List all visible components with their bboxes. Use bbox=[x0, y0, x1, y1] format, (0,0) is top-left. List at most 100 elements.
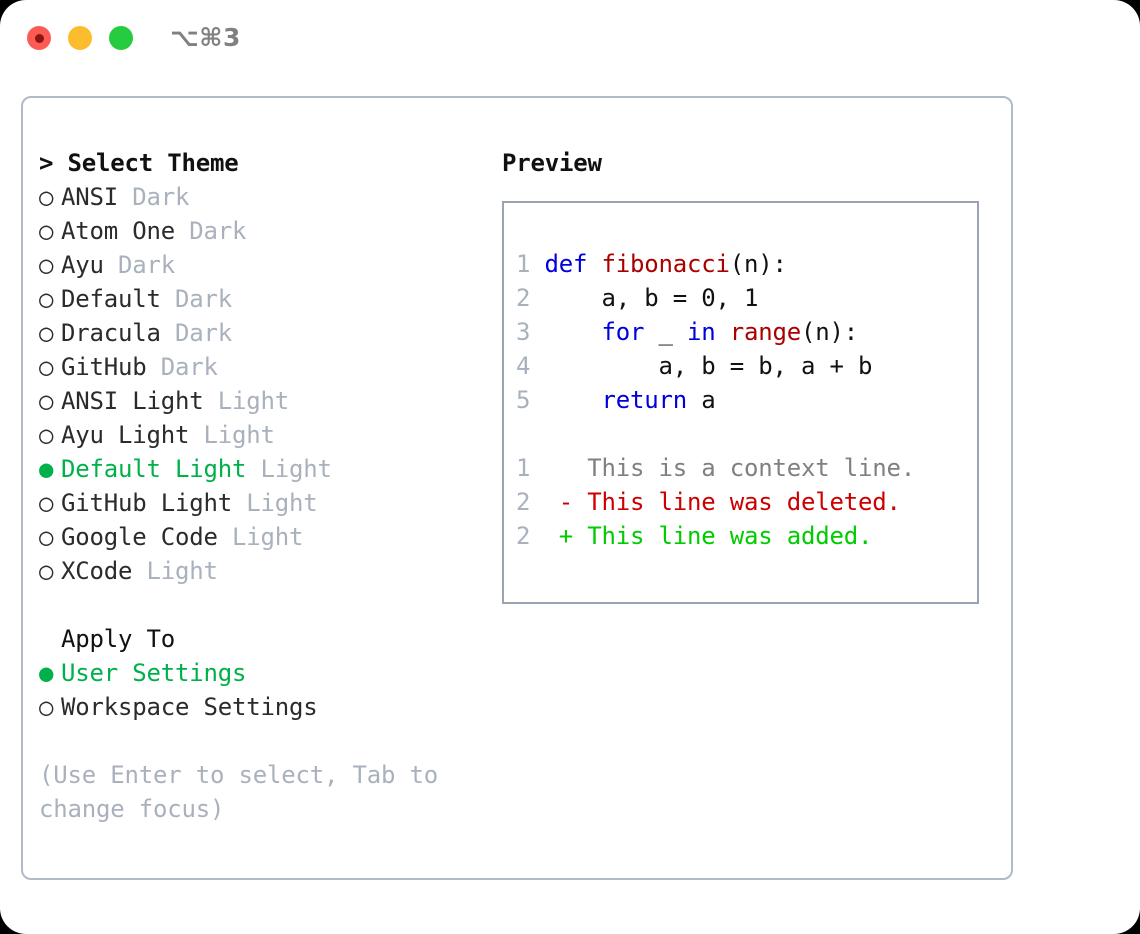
radio-unselected-icon: ○ bbox=[39, 557, 54, 585]
code-line: 5 return a bbox=[516, 383, 915, 417]
radio-unselected-icon: ○ bbox=[39, 421, 54, 449]
theme-option[interactable]: ○Atom One Dark bbox=[39, 214, 499, 248]
code-token: (n): bbox=[801, 318, 858, 346]
radio-unselected-icon: ○ bbox=[39, 489, 54, 517]
diff-text: This is a context line. bbox=[558, 454, 915, 482]
theme-option-category: Dark bbox=[160, 285, 232, 313]
apply-to-option-label: Workspace Settings bbox=[61, 693, 318, 721]
line-number: 4 bbox=[516, 352, 545, 380]
theme-option[interactable]: ○Ayu Light Light bbox=[39, 418, 499, 452]
close-button[interactable] bbox=[27, 26, 51, 50]
theme-option-category: Light bbox=[189, 421, 275, 449]
theme-option[interactable]: ○GitHub Dark bbox=[39, 350, 499, 384]
title-bar: ⌥⌘3 bbox=[0, 0, 1140, 78]
diff-line: 2 - This line was deleted. bbox=[516, 485, 915, 519]
theme-option[interactable]: ○GitHub Light Light bbox=[39, 486, 499, 520]
theme-option-category: Dark bbox=[146, 353, 218, 381]
radio-unselected-icon: ○ bbox=[39, 319, 54, 347]
radio-selected-icon: ● bbox=[39, 455, 54, 483]
diff-text: - This line was deleted. bbox=[558, 488, 901, 516]
keyboard-hint: (Use Enter to select, Tab to change focu… bbox=[39, 761, 438, 823]
theme-option-label: Default Light bbox=[61, 455, 247, 483]
code-token: a, b = 0, 1 bbox=[544, 284, 759, 312]
apply-to-list[interactable]: ●User Settings○Workspace Settings bbox=[39, 656, 499, 724]
theme-option[interactable]: ○Default Dark bbox=[39, 282, 499, 316]
theme-option-label: Ayu Light bbox=[61, 421, 190, 449]
code-token bbox=[545, 318, 602, 346]
radio-selected-icon: ● bbox=[39, 659, 54, 687]
maximize-button[interactable] bbox=[109, 26, 133, 50]
theme-option[interactable]: ○XCode Light bbox=[39, 554, 499, 588]
code-token: _ bbox=[644, 318, 687, 346]
theme-option-category: Dark bbox=[160, 319, 232, 347]
code-token: fibonacci bbox=[601, 250, 730, 278]
theme-option-label: Atom One bbox=[61, 217, 175, 245]
code-token: for bbox=[601, 318, 645, 346]
apply-to-option-label: User Settings bbox=[61, 659, 247, 687]
theme-option-label: ANSI bbox=[61, 183, 118, 211]
radio-unselected-icon: ○ bbox=[39, 387, 54, 415]
theme-option-label: Google Code bbox=[61, 523, 218, 551]
minimize-button[interactable] bbox=[68, 26, 92, 50]
line-number: 5 bbox=[516, 386, 545, 414]
dialog-panel: > Select Theme ○ANSI Dark○Atom One Dark○… bbox=[21, 96, 1013, 880]
apply-to-heading: Apply To bbox=[61, 625, 175, 653]
preview-title: Preview bbox=[502, 149, 602, 177]
code-line: 1 def fibonacci(n): bbox=[516, 247, 915, 281]
keyboard-shortcut-label: ⌥⌘3 bbox=[170, 23, 241, 52]
code-token: a bbox=[687, 386, 716, 414]
theme-option[interactable]: ●Default Light Light bbox=[39, 452, 499, 486]
theme-option[interactable]: ○Dracula Dark bbox=[39, 316, 499, 350]
panel-columns: > Select Theme ○ANSI Dark○Atom One Dark○… bbox=[23, 98, 1011, 878]
theme-option-label: Default bbox=[61, 285, 161, 313]
code-token: range bbox=[729, 318, 801, 346]
theme-list[interactable]: ○ANSI Dark○Atom One Dark○Ayu Dark○Defaul… bbox=[39, 180, 499, 588]
theme-option-category: Light bbox=[132, 557, 218, 585]
radio-unselected-icon: ○ bbox=[39, 217, 54, 245]
apply-to-option[interactable]: ○Workspace Settings bbox=[39, 690, 499, 724]
window-controls bbox=[27, 26, 133, 50]
theme-option[interactable]: ○ANSI Dark bbox=[39, 180, 499, 214]
theme-option[interactable]: ○Google Code Light bbox=[39, 520, 499, 554]
theme-option[interactable]: ○Ayu Dark bbox=[39, 248, 499, 282]
radio-unselected-icon: ○ bbox=[39, 285, 54, 313]
page-title: > Select Theme bbox=[39, 149, 239, 177]
line-number: 1 bbox=[516, 454, 559, 482]
theme-option-label: GitHub bbox=[61, 353, 147, 381]
code-token: return bbox=[601, 386, 688, 414]
radio-unselected-icon: ○ bbox=[39, 183, 54, 211]
line-number: 2 bbox=[516, 284, 545, 312]
theme-option-label: XCode bbox=[61, 557, 133, 585]
line-number: 2 bbox=[516, 522, 559, 550]
radio-unselected-icon: ○ bbox=[39, 693, 54, 721]
theme-option-category: Light bbox=[246, 455, 332, 483]
radio-unselected-icon: ○ bbox=[39, 523, 54, 551]
line-number: 2 bbox=[516, 488, 559, 516]
theme-option-category: Light bbox=[203, 387, 289, 415]
spacer bbox=[39, 588, 499, 622]
apply-to-option[interactable]: ●User Settings bbox=[39, 656, 499, 690]
code-diff-spacer bbox=[516, 417, 915, 451]
theme-option-category: Dark bbox=[175, 217, 247, 245]
code-token: a, b = b, a + b bbox=[544, 352, 873, 380]
code-token bbox=[545, 386, 602, 414]
diff-text: + This line was added. bbox=[558, 522, 873, 550]
code-line: 2 a, b = 0, 1 bbox=[516, 281, 915, 315]
line-number: 3 bbox=[516, 318, 545, 346]
theme-option-category: Dark bbox=[118, 183, 190, 211]
theme-option[interactable]: ○ANSI Light Light bbox=[39, 384, 499, 418]
code-token: in bbox=[687, 318, 730, 346]
code-token: def bbox=[544, 250, 602, 278]
theme-option-label: GitHub Light bbox=[61, 489, 232, 517]
diff-line: 1 This is a context line. bbox=[516, 451, 915, 485]
theme-option-label: Ayu bbox=[61, 251, 104, 279]
code-token: (n): bbox=[729, 250, 787, 278]
theme-option-label: ANSI Light bbox=[61, 387, 204, 415]
radio-unselected-icon: ○ bbox=[39, 353, 54, 381]
preview-column: Preview 1 def fibonacci(n):2 a, b = 0, 1… bbox=[502, 146, 1002, 604]
line-number: 1 bbox=[516, 250, 545, 278]
code-line: 3 for _ in range(n): bbox=[516, 315, 915, 349]
